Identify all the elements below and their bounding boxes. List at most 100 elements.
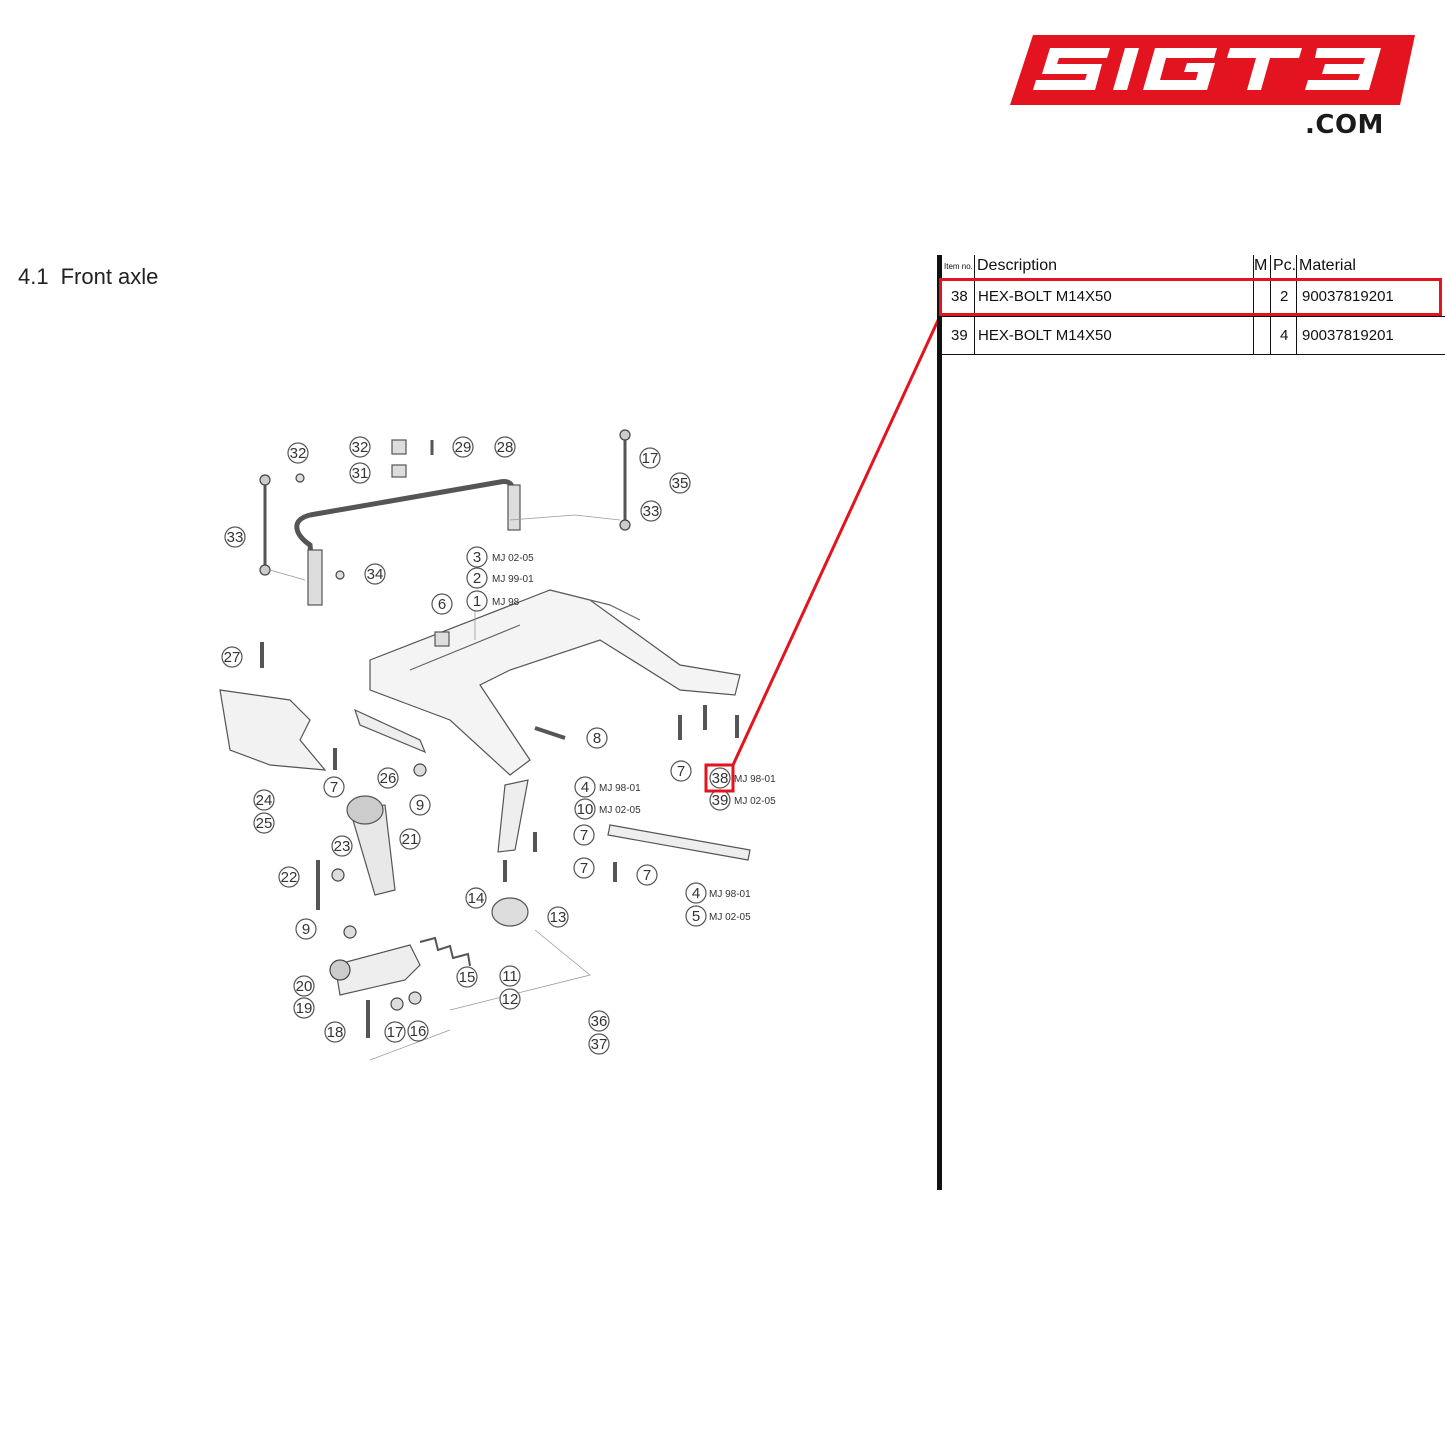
front-crossmember — [369, 589, 741, 776]
callout-27: 27 — [221, 646, 243, 668]
header-material: Material — [1299, 257, 1356, 274]
row-item-no: 39 — [951, 327, 968, 344]
svg-text:9: 9 — [416, 797, 424, 814]
callout-1: 1 — [466, 590, 488, 612]
callout-7d: 7 — [573, 857, 595, 879]
label-mj-99-01: MJ 99-01 — [492, 574, 534, 585]
svg-text:21: 21 — [402, 831, 419, 848]
callout-30: 32 — [349, 436, 371, 458]
header-item-no: Item no. — [944, 262, 973, 271]
callout-29: 29 — [452, 436, 474, 458]
stabilizer-end-right — [507, 484, 521, 531]
svg-text:11: 11 — [502, 968, 518, 985]
nut-34 — [335, 570, 345, 580]
nut-23 — [331, 868, 345, 882]
callout-32: 32 — [287, 442, 309, 464]
svg-text:23: 23 — [334, 838, 351, 855]
label-mj-98: MJ 98 — [492, 597, 520, 608]
col-sep-4 — [1296, 255, 1297, 355]
svg-text:32: 32 — [352, 439, 369, 456]
callout-24: 24 — [253, 789, 275, 811]
washer-16 — [408, 991, 422, 1005]
callout-15: 15 — [456, 966, 478, 988]
front-axle-exploded-diagram: 32 29 28 31 32 17 35 33 33 34 3 2 1 6 27… — [210, 420, 810, 1080]
callout-3: 3 — [466, 546, 488, 568]
row-pieces: 2 — [1280, 288, 1289, 305]
col-sep-2 — [1253, 255, 1254, 355]
svg-text:7: 7 — [330, 779, 338, 796]
callout-21: 21 — [399, 828, 421, 850]
label-mj-02-05-d: MJ 02-05 — [709, 912, 751, 923]
engine-mount-bushing — [346, 795, 384, 825]
drop-link-left-top-joint — [259, 474, 271, 486]
shield-plate-24 — [219, 689, 327, 771]
nut-9b — [413, 763, 427, 777]
sigt3-logo-mark — [1010, 35, 1415, 105]
callouts: 32 29 28 31 32 17 35 33 33 34 3 2 1 6 27… — [221, 436, 731, 1055]
svg-text:8: 8 — [593, 730, 601, 747]
callout-23: 23 — [331, 835, 353, 857]
callout-33a: 33 — [640, 500, 662, 522]
callout-35: 35 — [669, 472, 691, 494]
svg-text:6: 6 — [438, 596, 446, 613]
svg-text:16: 16 — [410, 1023, 427, 1040]
bolt-8 — [534, 726, 566, 740]
callout-33b: 33 — [224, 526, 246, 548]
svg-text:5: 5 — [692, 908, 700, 925]
section-title: 4.1 Front axle — [18, 264, 158, 290]
callout-19: 19 — [293, 997, 315, 1019]
callout-7a: 7 — [670, 760, 692, 782]
callout-13: 13 — [547, 906, 569, 928]
callout-31: 31 — [349, 462, 371, 484]
lower-control-arm — [334, 944, 421, 996]
row-pieces: 4 — [1280, 327, 1289, 344]
svg-text:12: 12 — [502, 991, 519, 1008]
nut-32 — [295, 473, 305, 483]
callout-9b: 9 — [295, 918, 317, 940]
svg-text:7: 7 — [677, 763, 685, 780]
svg-text:25: 25 — [256, 815, 273, 832]
svg-text:2: 2 — [473, 570, 481, 587]
callout-34: 34 — [364, 563, 386, 585]
label-mj-02-05-c: MJ 02-05 — [734, 796, 776, 807]
svg-text:24: 24 — [256, 792, 273, 809]
callout-25: 25 — [253, 812, 275, 834]
label-mj-98-01-c: MJ 98-01 — [709, 889, 751, 900]
row-material: 90037819201 — [1302, 288, 1394, 305]
label-mj-02-05-a: MJ 02-05 — [492, 553, 534, 564]
svg-text:29: 29 — [455, 439, 472, 456]
callout-38: 38 — [709, 767, 731, 789]
svg-text:7: 7 — [580, 860, 588, 877]
svg-text:35: 35 — [672, 475, 689, 492]
table-row[interactable]: 39 HEX-BOLT M14X50 4 90037819201 — [942, 317, 1445, 355]
header-description: Description — [977, 257, 1058, 274]
bushing-13 — [491, 897, 529, 927]
row-description: HEX-BOLT M14X50 — [978, 327, 1112, 344]
callout-36: 36 — [588, 1010, 610, 1032]
callout-37: 37 — [588, 1033, 610, 1055]
svg-text:15: 15 — [459, 969, 476, 986]
svg-text:17: 17 — [387, 1024, 404, 1041]
svg-text:20: 20 — [296, 978, 313, 995]
svg-text:26: 26 — [380, 770, 397, 787]
table-row[interactable]: 38 HEX-BOLT M14X50 2 90037819201 — [942, 278, 1445, 316]
sigt3-logo[interactable]: .COM — [1005, 30, 1425, 150]
svg-text:4: 4 — [581, 779, 589, 796]
callout-22: 22 — [278, 866, 300, 888]
svg-text:28: 28 — [497, 439, 514, 456]
label-mj-02-05-b: MJ 02-05 — [599, 805, 641, 816]
stabilizer-end-left — [307, 549, 323, 606]
row-highlight-box — [939, 278, 1442, 316]
section-name: Front axle — [60, 264, 159, 289]
callout-11: 11 — [499, 965, 521, 987]
svg-text:38: 38 — [712, 770, 729, 787]
callout-18: 18 — [324, 1021, 346, 1043]
callout-14: 14 — [465, 887, 487, 909]
callout-7c: 7 — [573, 824, 595, 846]
svg-text:14: 14 — [468, 890, 485, 907]
svg-text:7: 7 — [643, 867, 651, 884]
svg-text:1: 1 — [473, 593, 481, 610]
row-description: HEX-BOLT M14X50 — [978, 288, 1112, 305]
section-number: 4.1 — [18, 264, 49, 289]
label-mj-98-01-b: MJ 98-01 — [734, 774, 776, 785]
